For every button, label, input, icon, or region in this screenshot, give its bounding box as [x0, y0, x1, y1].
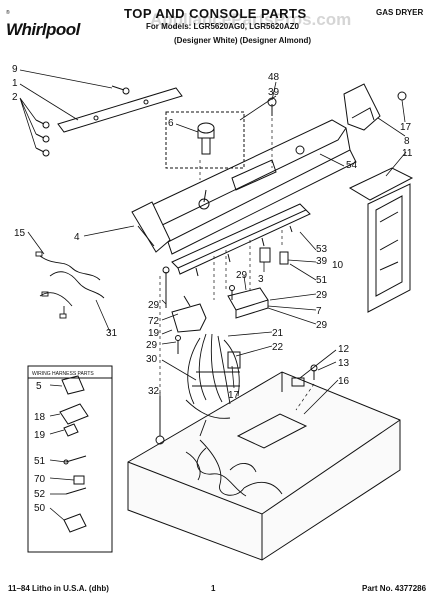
callout-30: 32: [148, 386, 160, 397]
console-wire-bundle: [185, 333, 240, 437]
console-rail: [171, 203, 311, 277]
callout-23: 21: [272, 328, 284, 339]
callout-29c: 29: [148, 300, 160, 311]
callout-29b: 29: [316, 290, 328, 301]
console-components: [171, 247, 305, 387]
callout-13: 13: [338, 358, 350, 369]
callout-3: 3: [258, 274, 264, 285]
callout-50: 50: [34, 503, 46, 514]
callout-6: 6: [168, 118, 174, 129]
page-title: TOP AND CONSOLE PARTS: [124, 6, 307, 21]
callout-39b: 51: [316, 275, 328, 286]
watermark: AppliancePartsPros.com: [150, 10, 352, 29]
footer-part-number: Part No. 4377286: [362, 584, 427, 593]
harness-box-title: WIRING HARNESS PARTS: [32, 371, 94, 377]
callout-15: 15: [14, 228, 26, 239]
callout-16: 16: [338, 376, 350, 387]
color-line: (Designer White) (Designer Almond): [174, 36, 312, 45]
logo-trademark: ®: [6, 10, 10, 16]
callout-12: 12: [338, 344, 350, 355]
mounting-bracket: [35, 85, 183, 157]
callout-52: 52: [34, 489, 46, 500]
callout-11: 11: [402, 148, 413, 159]
callout-labels: 9 1 2 48 39 6 17 8 11 54 15 4 53 10 39 2…: [12, 64, 413, 514]
dryer-top: [127, 371, 401, 561]
callout-20: 17: [400, 122, 412, 133]
callout-32: 31: [106, 328, 118, 339]
callout-7: 7: [316, 306, 322, 317]
side-panel: [348, 167, 414, 313]
callout-1: 1: [12, 78, 18, 89]
callout-10: 10: [332, 260, 344, 271]
callout-9: 9: [12, 64, 18, 75]
dryer-type-label: GAS DRYER: [376, 8, 424, 17]
callout-48: 39: [268, 87, 280, 98]
harness-parts-box: [27, 365, 113, 553]
callout-53: 53: [316, 244, 328, 255]
callout-29e: 29: [146, 340, 158, 351]
callout-29d: 29: [316, 320, 328, 331]
callout-51: 51: [34, 456, 46, 467]
top-wire-harness: [185, 439, 283, 497]
callout-5: 5: [36, 381, 42, 392]
timer-knob-group: [165, 111, 245, 169]
whirlpool-logo: Whirlpool: [6, 20, 80, 39]
callout-19: 19: [34, 430, 46, 441]
callout-4: 4: [74, 232, 80, 243]
console-end-caps: [131, 83, 381, 253]
side-wire-harness: [35, 251, 105, 319]
callout-70: 70: [34, 474, 46, 485]
callout-29: 29: [236, 270, 248, 281]
callout-72: 72: [148, 316, 160, 327]
alignment-lines: [159, 118, 315, 411]
callout-17: 17: [228, 390, 240, 401]
callout-31: 30: [146, 354, 158, 365]
callout-18: 18: [34, 412, 46, 423]
callout-8: 8: [404, 136, 410, 147]
callout-21: 19: [148, 328, 160, 339]
callout-39: 39: [316, 256, 328, 267]
model-line: For Models: LGR5620AG0, LGR5620AZ0: [146, 22, 299, 31]
callout-49: 48: [268, 72, 280, 83]
callout-2: 2: [12, 92, 18, 103]
leader-lines: [19, 69, 407, 521]
footer-page-number: 1: [211, 584, 216, 593]
callout-54: 54: [346, 160, 358, 171]
footer-litho: 11–84 Litho in U.S.A. (dhb): [8, 584, 109, 593]
callout-22: 22: [272, 342, 284, 353]
